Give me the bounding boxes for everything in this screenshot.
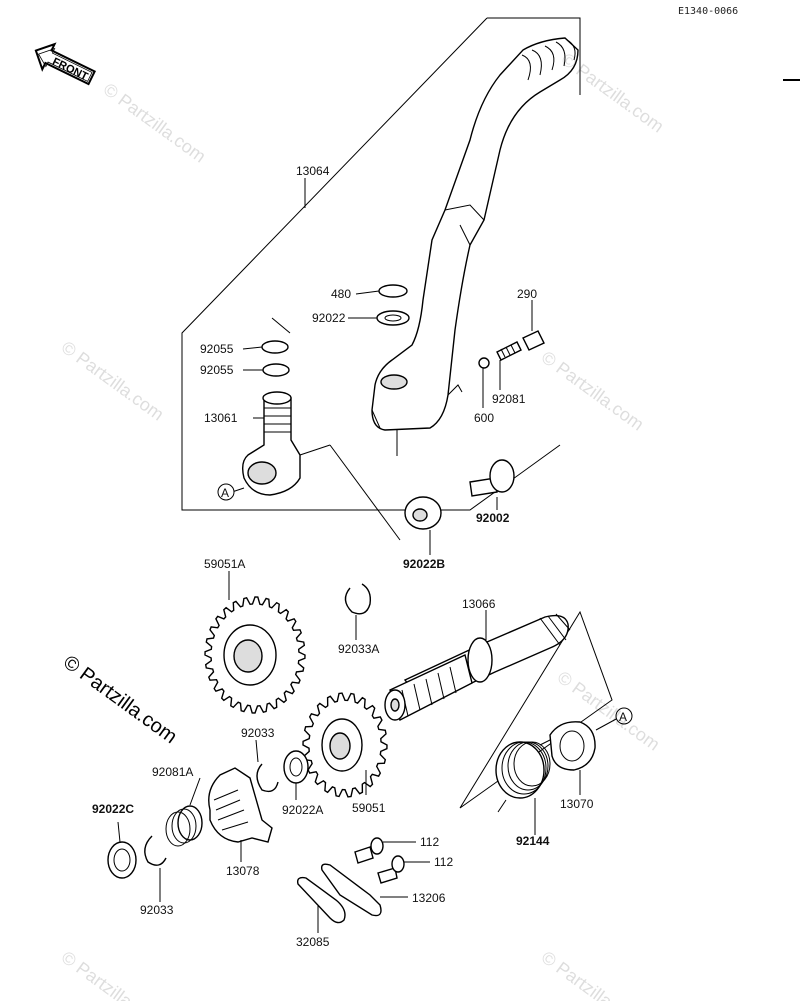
watermark-text: © Partzilla.com <box>538 947 648 1001</box>
ring-92055-upper <box>261 340 289 354</box>
label-600: 600 <box>474 411 494 425</box>
bolt-290 <box>522 330 545 351</box>
label-92022c: 92022C <box>92 802 134 816</box>
label-92022b: 92022B <box>403 557 445 571</box>
label-112-lower: 112 <box>434 855 453 869</box>
circlip-92033a <box>344 583 372 615</box>
front-arrow-icon: FRONT <box>34 42 96 86</box>
gear-59051 <box>302 692 388 798</box>
watermark-text: © Partzilla.com <box>58 947 168 1001</box>
label-13064: 13064 <box>296 164 330 178</box>
label-92002: 92002 <box>476 511 510 525</box>
label-92144: 92144 <box>516 834 550 848</box>
watermark-text: © Partzilla.com <box>100 79 210 166</box>
label-92033-upper: 92033 <box>241 726 275 740</box>
bolt-112-lower <box>377 855 405 884</box>
label-32085: 32085 <box>296 935 330 949</box>
leader-lines <box>117 178 581 933</box>
label-59051a: 59051A <box>204 557 245 571</box>
kick-pedal-arm <box>371 37 579 456</box>
ratchet-13078 <box>208 767 273 843</box>
label-112-upper: 112 <box>420 835 439 849</box>
kick-shaft-13061 <box>241 391 301 496</box>
label-92022a: 92022A <box>282 803 323 817</box>
label-480: 480 <box>331 287 351 301</box>
reference-a-label-upper: A <box>221 486 229 500</box>
label-13070: 13070 <box>560 797 594 811</box>
plate-32085 <box>296 876 346 924</box>
washer-92022c <box>107 841 137 879</box>
watermark-text: © Partzilla.com <box>58 337 168 424</box>
spring-guide-13070 <box>549 721 596 771</box>
washer-92022b <box>404 496 442 530</box>
reference-a-label-lower: A <box>619 710 627 724</box>
bolt-92002 <box>469 459 515 497</box>
spring-92081 <box>496 341 522 361</box>
washer-92022 <box>376 310 410 326</box>
label-13078: 13078 <box>226 864 260 878</box>
label-92033-lower: 92033 <box>140 903 174 917</box>
circlip-480 <box>378 284 408 298</box>
reference-a-marker-upper <box>217 483 235 501</box>
ball-600 <box>478 357 490 369</box>
gear-59051a <box>204 596 306 714</box>
label-92022: 92022 <box>312 311 346 325</box>
watermark-text: © Partzilla.com <box>558 49 668 136</box>
label-92055-upper: 92055 <box>200 342 234 356</box>
label-13206: 13206 <box>412 891 446 905</box>
label-92081a: 92081A <box>152 765 193 779</box>
ring-92055-lower <box>262 363 290 377</box>
label-92081: 92081 <box>492 392 526 406</box>
plate-13206 <box>320 863 382 917</box>
watermark-text: © Partzilla.com <box>59 651 181 748</box>
spring-92081a <box>165 805 203 847</box>
circlip-92033-lower <box>144 835 167 866</box>
label-13061: 13061 <box>204 411 238 425</box>
label-59051: 59051 <box>352 801 386 815</box>
kickstarter-shaft-13066 <box>384 613 571 721</box>
washer-92022a <box>283 750 309 784</box>
label-92033a: 92033A <box>338 642 379 656</box>
circlip-92033-upper <box>256 763 279 793</box>
watermark-text: © Partzilla.com <box>538 347 648 434</box>
pointer-13061 <box>271 317 291 334</box>
label-92055-lower: 92055 <box>200 363 234 377</box>
label-13066: 13066 <box>462 597 496 611</box>
label-290: 290 <box>517 287 537 301</box>
bolt-112-upper <box>354 837 384 864</box>
diagram-code: E1340-0066 <box>678 6 738 17</box>
reference-a-marker-lower <box>615 707 633 725</box>
